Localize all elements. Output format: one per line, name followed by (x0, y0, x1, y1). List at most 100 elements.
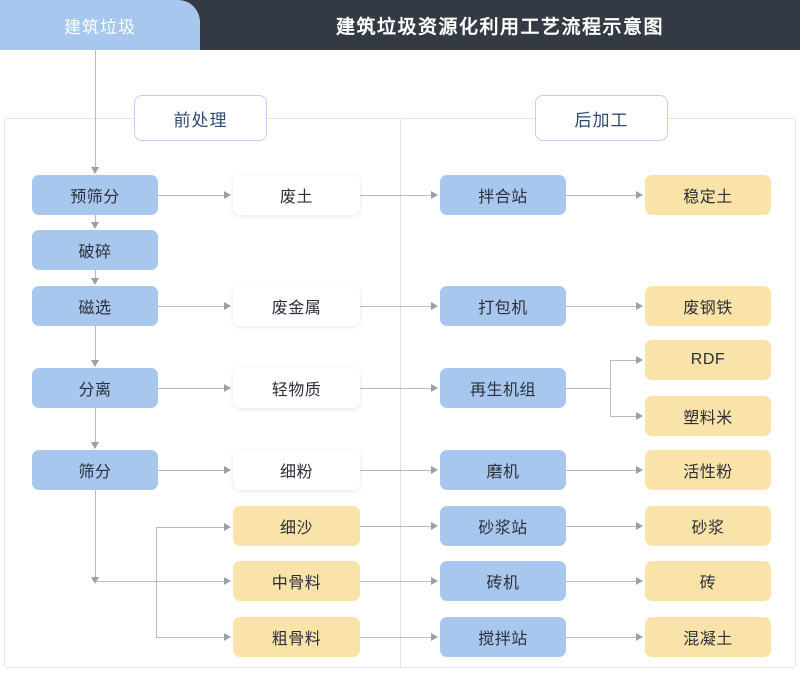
arrowhead-finesand (224, 523, 231, 531)
arrowhead-separation-sieving (91, 442, 99, 449)
node-light-material[interactable]: 轻物质 (233, 368, 360, 408)
node-label: 中骨料 (271, 575, 322, 592)
arrowhead-wastemetal (224, 302, 231, 310)
node-recycling-unit[interactable]: 再生机组 (440, 368, 566, 408)
arrowhead-plastic-pellet (636, 412, 643, 420)
node-brick[interactable]: 砖 (645, 561, 771, 601)
node-waste-soil[interactable]: 废土 (233, 175, 360, 215)
arrowhead-mill (431, 466, 438, 474)
connector-magnetic-wastemetal (158, 306, 225, 307)
node-label: 混凝土 (683, 631, 733, 648)
connector-concreteplant-concrete (566, 637, 637, 638)
node-label: 废钢铁 (683, 300, 733, 317)
arrowhead-light-material (224, 384, 231, 392)
arrowhead-brick-machine (431, 577, 438, 585)
arrowhead-brick (636, 577, 643, 585)
phase-pre-text: 前处理 (173, 110, 228, 130)
node-separation[interactable]: 分离 (32, 368, 158, 408)
node-label: 砖 (699, 575, 717, 592)
node-label: 再生机组 (469, 382, 536, 399)
arrowhead-baler (431, 302, 438, 310)
connector-mill-activepowder (566, 470, 637, 471)
connector-prescreen-crusher (95, 215, 96, 223)
node-mixing-station[interactable]: 拌合站 (440, 175, 566, 215)
arrowhead-mortar-station (431, 522, 438, 530)
connector-prescreen-wastesoil (158, 195, 225, 196)
node-label: 砂浆 (691, 520, 725, 537)
arrowhead-prescreen-crusher (91, 222, 99, 229)
page-title: 建筑垃圾资源化利用工艺流程示意图 (335, 16, 664, 38)
node-scrap-steel[interactable]: 废钢铁 (645, 286, 771, 326)
phase-label-pretreatment: 前处理 (134, 95, 267, 141)
connector-branch-trunk (95, 581, 225, 582)
node-pre-screening[interactable]: 预筛分 (32, 175, 158, 215)
node-label: 活性粉 (683, 464, 733, 481)
connector-recycle-split (566, 388, 611, 389)
node-plastic-pellet[interactable]: 塑料米 (645, 396, 771, 436)
node-mill[interactable]: 磨机 (440, 450, 566, 490)
node-label: 细粉 (279, 464, 313, 481)
connector-light-recycle (360, 388, 432, 389)
arrowhead-scrap-steel (636, 302, 643, 310)
connector-brickmachine-brick (566, 581, 637, 582)
connector-separation-sieving (95, 408, 96, 443)
node-concrete[interactable]: 混凝土 (645, 617, 771, 657)
arrowhead-sieving-down (91, 577, 99, 584)
arrowhead-wastesoil (224, 191, 231, 199)
node-fine-powder[interactable]: 细粉 (233, 450, 360, 490)
node-label: 废土 (279, 189, 313, 206)
node-magnetic-separation[interactable]: 磁选 (32, 286, 158, 326)
connector-entry (95, 50, 96, 168)
connector-branch-finesand (156, 527, 225, 528)
node-baler[interactable]: 打包机 (440, 286, 566, 326)
arrowhead-active-powder (636, 466, 643, 474)
node-label: 磁选 (78, 300, 112, 317)
arrowhead-rdf (636, 356, 643, 364)
node-sieving[interactable]: 筛分 (32, 450, 158, 490)
node-label: 筛分 (78, 464, 112, 481)
header-tab-label: 建筑垃圾 (64, 17, 136, 37)
connector-wastesoil-mixing (360, 195, 432, 196)
node-label: 粗骨料 (271, 631, 322, 648)
node-label: 分离 (78, 382, 112, 399)
node-label: 轻物质 (271, 382, 322, 399)
node-rdf[interactable]: RDF (645, 340, 771, 380)
phase-label-postprocessing: 后加工 (535, 95, 668, 141)
node-crusher[interactable]: 破碎 (32, 230, 158, 270)
connector-coarse-concreteplant (360, 637, 432, 638)
node-label: RDF (690, 351, 726, 368)
node-label: 搅拌站 (478, 631, 528, 648)
arrowhead-mixing-station (431, 191, 438, 199)
arrowhead-crusher-magnetic (91, 278, 99, 285)
node-fine-sand[interactable]: 细沙 (233, 506, 360, 546)
node-label: 打包机 (478, 300, 528, 317)
connector-crusher-magnetic (95, 270, 96, 279)
phase-post-text: 后加工 (574, 110, 629, 130)
arrowhead-magnetic-separation (91, 360, 99, 367)
node-medium-aggregate[interactable]: 中骨料 (233, 561, 360, 601)
node-label: 稳定土 (683, 189, 733, 206)
node-label: 破碎 (78, 244, 112, 261)
node-label: 细沙 (279, 520, 313, 537)
arrowhead-entry (91, 167, 99, 174)
node-concrete-plant[interactable]: 搅拌站 (440, 617, 566, 657)
arrowhead-concrete (636, 633, 643, 641)
node-coarse-aggregate[interactable]: 粗骨料 (233, 617, 360, 657)
connector-separation-light (158, 388, 225, 389)
node-label: 塑料米 (683, 410, 733, 427)
node-label: 废金属 (271, 300, 322, 317)
node-label: 磨机 (486, 464, 520, 481)
node-mortar-station[interactable]: 砂浆站 (440, 506, 566, 546)
node-brick-machine[interactable]: 砖机 (440, 561, 566, 601)
connector-recycle-rdf (610, 360, 637, 361)
node-label: 砖机 (486, 575, 520, 592)
node-active-powder[interactable]: 活性粉 (645, 450, 771, 490)
node-label: 预筛分 (70, 189, 120, 206)
node-stabilized-soil[interactable]: 稳定土 (645, 175, 771, 215)
node-waste-metal[interactable]: 废金属 (233, 286, 360, 326)
connector-branch-spine (156, 527, 157, 637)
node-mortar[interactable]: 砂浆 (645, 506, 771, 546)
connector-medium-brickmachine (360, 581, 432, 582)
node-label: 拌合站 (478, 189, 528, 206)
